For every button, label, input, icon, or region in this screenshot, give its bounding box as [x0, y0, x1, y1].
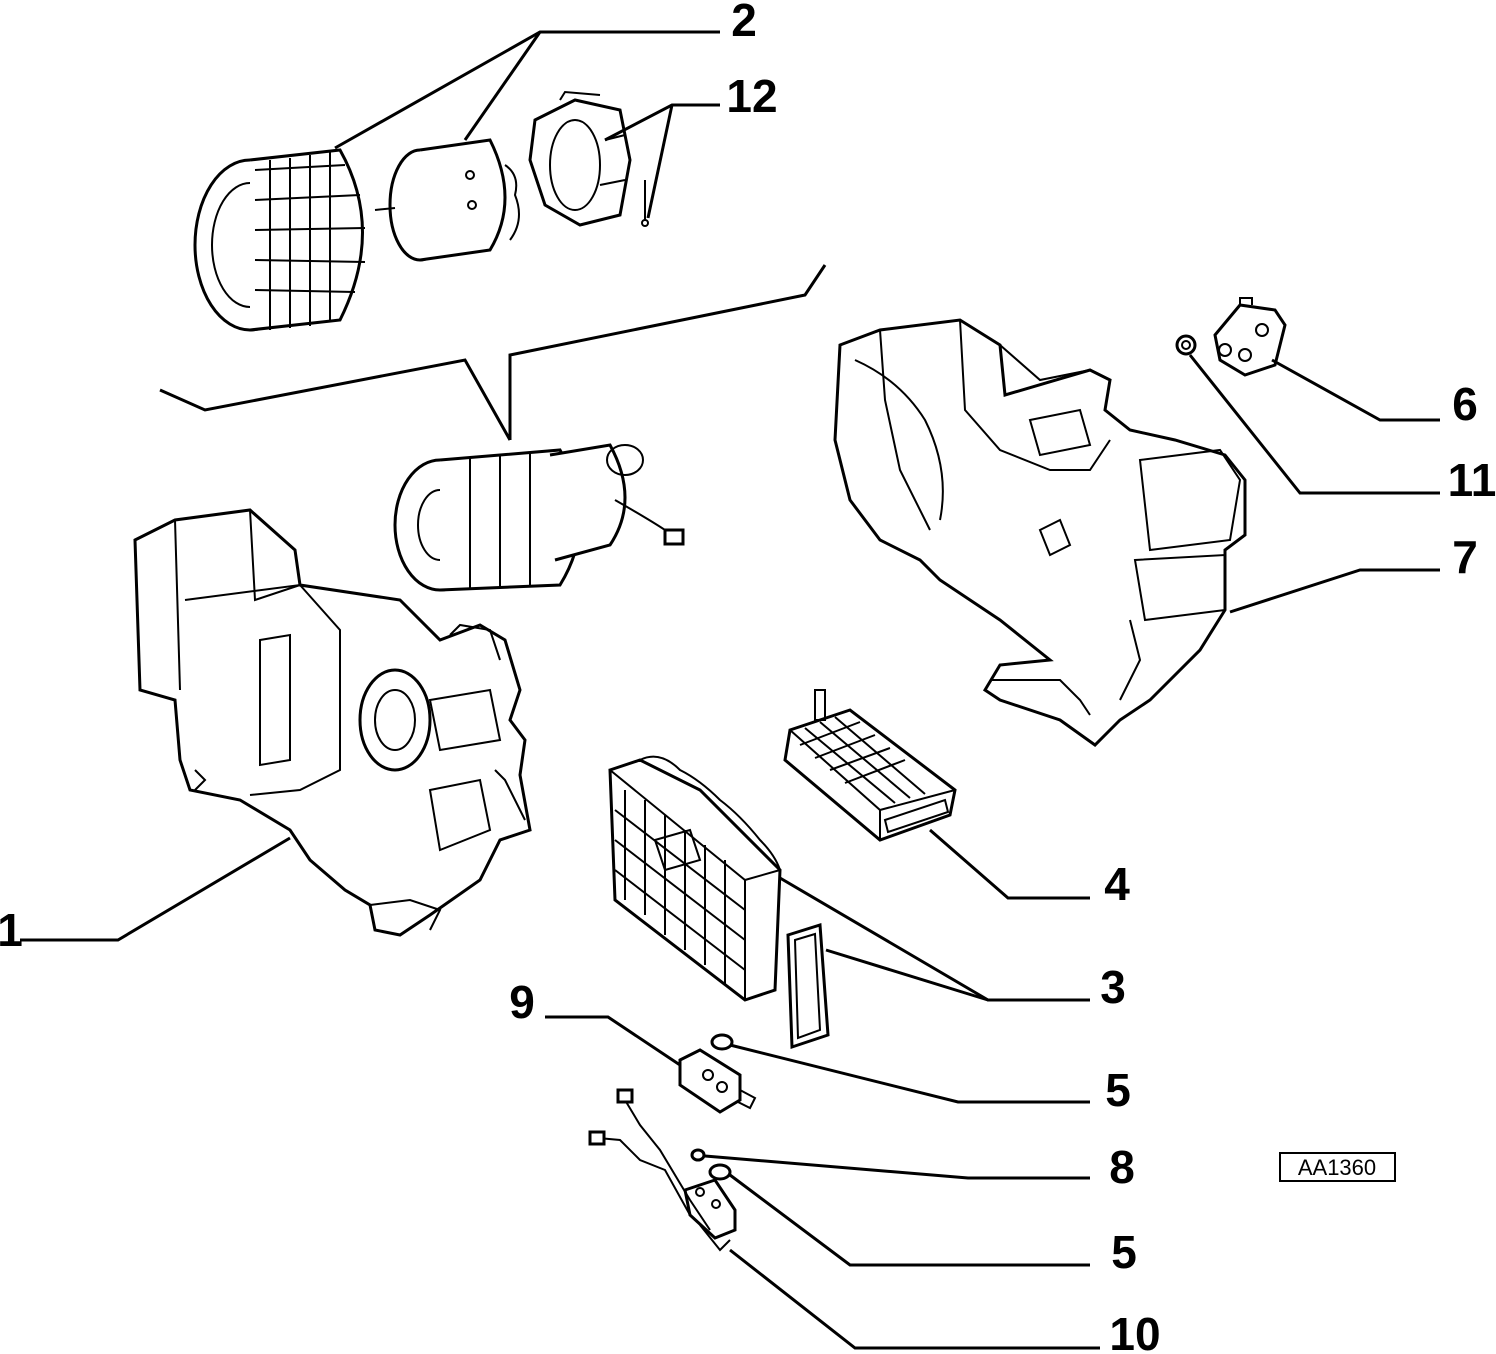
leader-2b — [463, 31, 542, 141]
leader-3b — [825, 948, 989, 1002]
leader-3a — [779, 876, 1090, 1002]
callout-5-lower: 5 — [1111, 1226, 1137, 1278]
evaporator-seal-part — [786, 923, 830, 1050]
blower-motor-part — [374, 138, 520, 262]
leader-8 — [704, 1154, 1090, 1180]
distribution-housing-part — [833, 318, 1247, 747]
blower-fan-wheel-part — [193, 148, 366, 332]
washer-part — [1175, 334, 1197, 356]
callout-3: 3 — [1100, 961, 1126, 1013]
o-ring-upper-part — [710, 1033, 734, 1051]
expansion-valve-part — [678, 1048, 757, 1114]
sensor-wiring-part — [588, 1088, 737, 1252]
callout-8: 8 — [1109, 1141, 1135, 1193]
o-ring-lower-part — [708, 1163, 732, 1181]
reference-code-box — [1279, 1152, 1396, 1182]
blower-assembly-part — [393, 443, 685, 592]
leader-11 — [1188, 354, 1440, 495]
leader-5b — [729, 1173, 1090, 1267]
callout-1: 1 — [0, 904, 23, 956]
motor-bracket-part — [528, 90, 649, 227]
leader-1 — [20, 836, 291, 942]
callout-6: 6 — [1452, 378, 1478, 430]
actuator-part — [1213, 297, 1287, 377]
callout-4: 4 — [1104, 858, 1130, 910]
leader-10 — [729, 1248, 1100, 1350]
callout-9: 9 — [509, 976, 535, 1028]
o-ring-small-part — [690, 1148, 706, 1162]
leader-5a — [729, 1043, 1090, 1104]
callout-11: 11 — [1448, 454, 1496, 506]
leader-4 — [929, 828, 1090, 900]
leader-12b — [646, 104, 674, 219]
leader-9 — [545, 1015, 681, 1067]
callout-5-upper: 5 — [1105, 1064, 1131, 1116]
callout-12: 12 — [726, 70, 777, 122]
evaporator-part — [608, 755, 782, 1002]
callout-10: 10 — [1109, 1308, 1160, 1354]
leader-7 — [1229, 568, 1440, 614]
heater-core-part — [783, 689, 957, 842]
callout-7: 7 — [1452, 531, 1478, 583]
reference-code: AA1360 — [1298, 1155, 1376, 1180]
callout-2: 2 — [731, 0, 757, 46]
leader-6 — [1271, 358, 1440, 422]
heater-housing-part — [133, 508, 532, 937]
